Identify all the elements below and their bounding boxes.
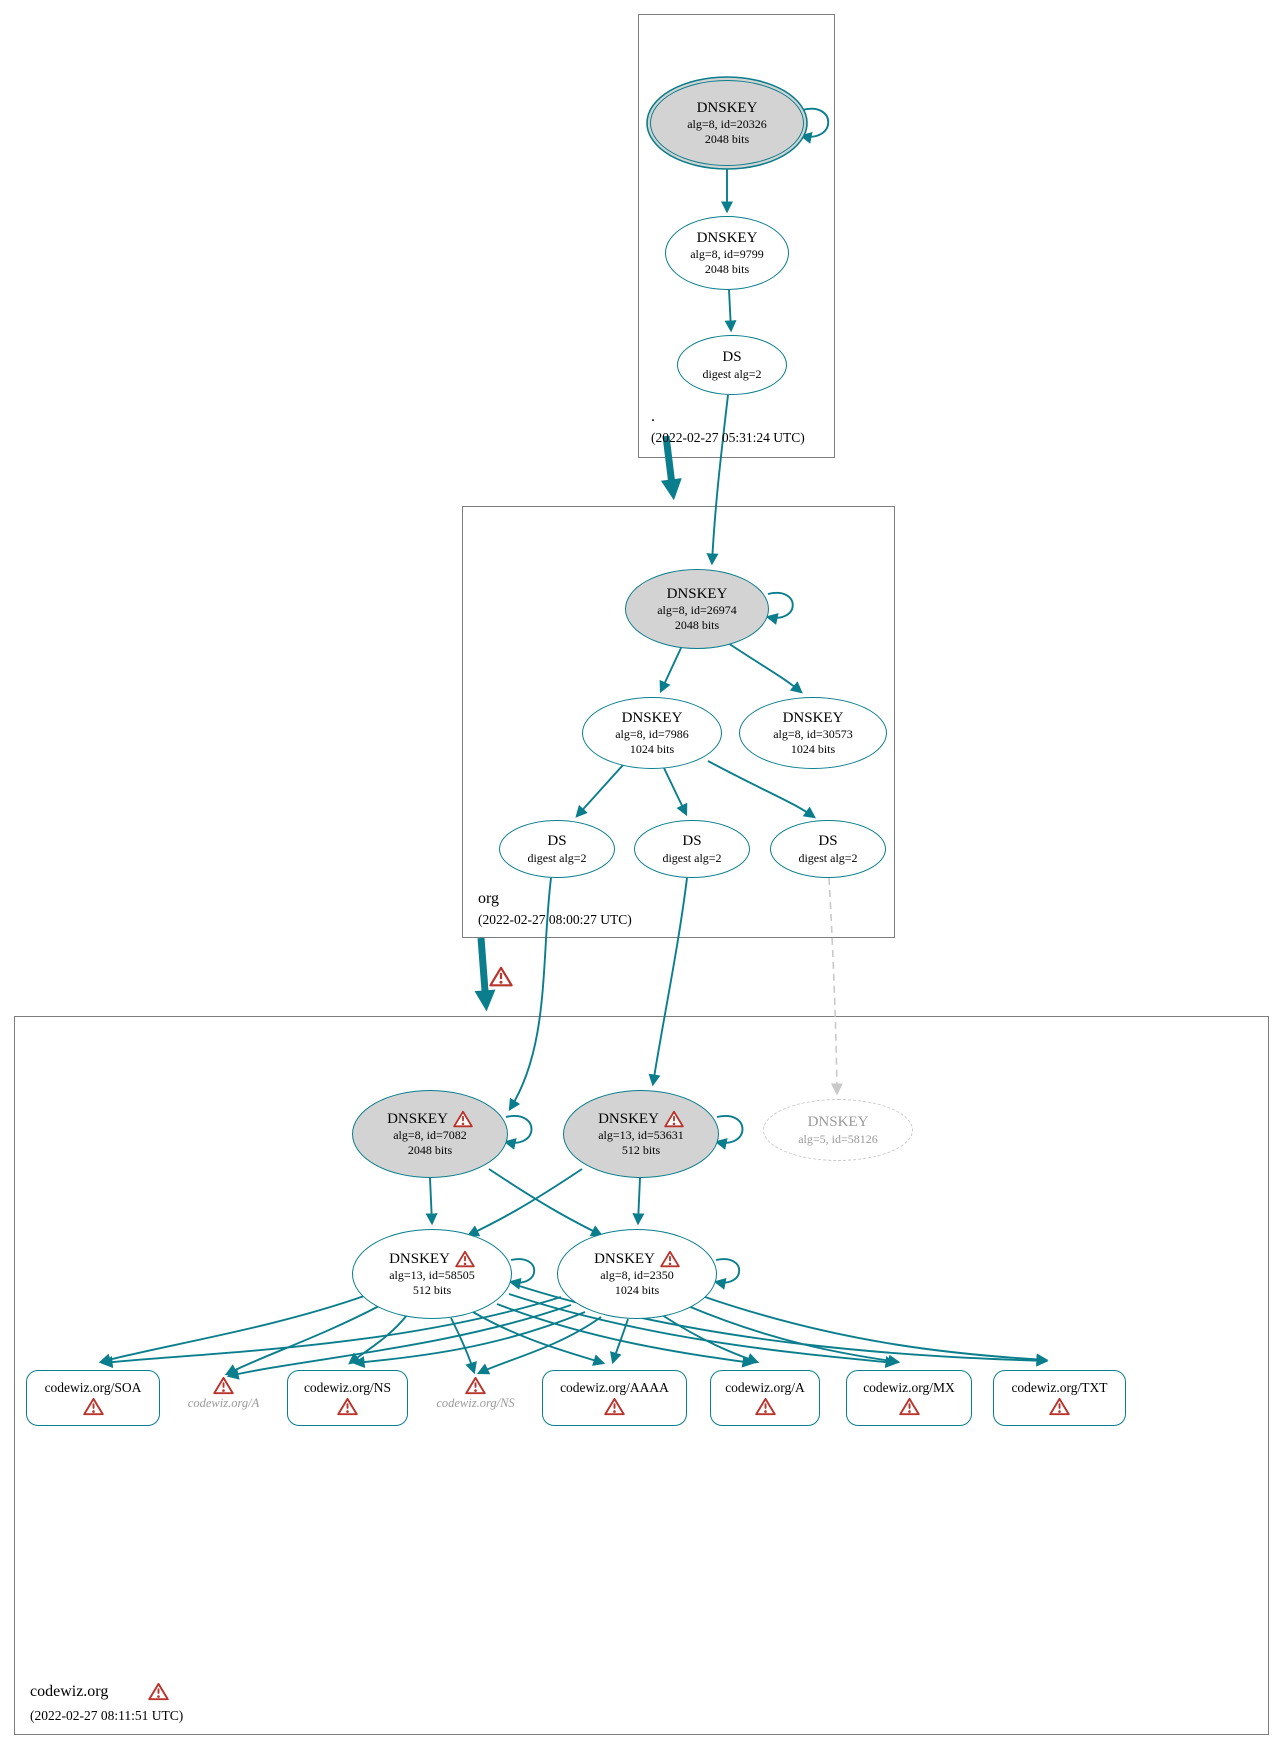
rrset-codewiz-a-ghost[interactable]: codewiz.org/A [176, 1376, 271, 1411]
dnskey-codewiz-insecure-58126[interactable]: DNSKEY alg=5, id=58126 [763, 1099, 913, 1161]
dnskey-codewiz-zsk-58505[interactable]: DNSKEY alg=13, id=58505 512 bits [352, 1229, 512, 1319]
rrset-codewiz-txt[interactable]: codewiz.org/TXT [993, 1370, 1126, 1426]
dnskey-codewiz-ksk-53631[interactable]: DNSKEY alg=13, id=53631 512 bits [563, 1090, 719, 1178]
rrset-label: codewiz.org/NS [303, 1380, 392, 1395]
rrset-label: codewiz.org/A [187, 1396, 260, 1410]
node-detail: digest alg=2 [798, 850, 858, 865]
rrset-label: codewiz.org/MX [863, 1380, 955, 1395]
rrset-codewiz-ns[interactable]: codewiz.org/NS [287, 1370, 408, 1426]
warning-icon [604, 1397, 625, 1416]
zone-name-text: codewiz.org [30, 1682, 109, 1700]
zone-name-codewiz: codewiz.org [30, 1682, 169, 1701]
ds-root[interactable]: DS digest alg=2 [677, 335, 787, 395]
dnskey-org-zsk-30573[interactable]: DNSKEY alg=8, id=30573 1024 bits [739, 697, 887, 769]
node-detail: 2048 bits [704, 132, 750, 147]
rrset-codewiz-aaaa[interactable]: codewiz.org/AAAA [542, 1370, 687, 1426]
node-label: DS [818, 833, 838, 850]
node-label: DNSKEY [389, 1250, 450, 1267]
node-detail: alg=8, id=9799 [690, 247, 764, 262]
node-detail: 2048 bits [704, 262, 750, 277]
node-label: DNSKEY [666, 585, 728, 602]
zone-name-org: org [478, 890, 500, 907]
node-label: DNSKEY [621, 709, 683, 726]
dnskey-root-ksk-20326[interactable]: DNSKEY alg=8, id=20326 2048 bits [650, 80, 804, 166]
node-detail: 1024 bits [614, 1283, 660, 1298]
node-label: DNSKEY [696, 99, 758, 116]
zone-timestamp-org: (2022-02-27 08:00:27 UTC) [478, 912, 632, 927]
rrset-codewiz-ns-ghost[interactable]: codewiz.org/NS [423, 1376, 528, 1411]
warning-icon [213, 1376, 234, 1395]
node-label: DNSKEY [807, 1114, 869, 1131]
warning-icon [455, 1250, 475, 1268]
node-detail: alg=13, id=53631 [598, 1128, 684, 1143]
zone-box-root [638, 14, 835, 458]
ds-org-1[interactable]: DS digest alg=2 [499, 820, 615, 878]
node-detail: 2048 bits [407, 1143, 453, 1158]
rrset-label: codewiz.org/AAAA [560, 1380, 669, 1395]
warning-icon [337, 1397, 358, 1416]
zone-timestamp-codewiz: (2022-02-27 08:11:51 UTC) [30, 1708, 184, 1723]
warning-icon [453, 1110, 473, 1128]
rrset-label: codewiz.org/A [725, 1380, 805, 1395]
warning-icon [465, 1376, 486, 1395]
delegation-warning-icon [489, 966, 513, 987]
node-detail: digest alg=2 [527, 850, 587, 865]
node-detail: 1024 bits [790, 742, 836, 757]
dnskey-org-ksk-26974[interactable]: DNSKEY alg=8, id=26974 2048 bits [625, 569, 769, 649]
node-detail: digest alg=2 [702, 366, 762, 381]
node-detail: alg=8, id=7082 [393, 1128, 467, 1143]
node-detail: 1024 bits [629, 742, 675, 757]
dnskey-org-zsk-7986[interactable]: DNSKEY alg=8, id=7986 1024 bits [582, 697, 722, 769]
node-detail: 512 bits [621, 1143, 661, 1158]
dnskey-root-zsk-9799[interactable]: DNSKEY alg=8, id=9799 2048 bits [665, 216, 789, 290]
node-label: DS [682, 833, 702, 850]
rrset-label: codewiz.org/SOA [44, 1380, 142, 1395]
warning-icon [899, 1397, 920, 1416]
warning-icon [755, 1397, 776, 1416]
warning-icon [664, 1110, 684, 1128]
node-detail: alg=13, id=58505 [389, 1268, 475, 1283]
warning-icon [660, 1250, 680, 1268]
warning-icon [1049, 1397, 1070, 1416]
dnskey-codewiz-zsk-2350[interactable]: DNSKEY alg=8, id=2350 1024 bits [557, 1229, 717, 1319]
rrset-codewiz-mx[interactable]: codewiz.org/MX [846, 1370, 972, 1426]
edge-delegation-org-codewiz [474, 937, 496, 1012]
node-detail: alg=8, id=30573 [773, 727, 853, 742]
rrset-label: codewiz.org/NS [436, 1396, 515, 1410]
node-detail: alg=8, id=7986 [615, 727, 689, 742]
rrset-codewiz-soa[interactable]: codewiz.org/SOA [26, 1370, 160, 1426]
zone-timestamp-root: (2022-02-27 05:31:24 UTC) [651, 430, 805, 445]
zone-box-codewiz [14, 1016, 1269, 1735]
node-detail: alg=8, id=26974 [657, 603, 737, 618]
ds-org-3[interactable]: DS digest alg=2 [770, 820, 886, 878]
node-detail: alg=8, id=2350 [600, 1268, 674, 1283]
node-label: DS [547, 833, 567, 850]
rrset-label: codewiz.org/TXT [1011, 1380, 1108, 1395]
dnskey-codewiz-ksk-7082[interactable]: DNSKEY alg=8, id=7082 2048 bits [352, 1090, 508, 1178]
node-label: DS [722, 349, 742, 366]
node-detail: alg=8, id=20326 [687, 117, 767, 132]
node-label: DNSKEY [782, 709, 844, 726]
node-detail: 512 bits [412, 1283, 452, 1298]
rrset-codewiz-a[interactable]: codewiz.org/A [710, 1370, 820, 1426]
ds-org-2[interactable]: DS digest alg=2 [634, 820, 750, 878]
node-detail: 2048 bits [674, 618, 720, 633]
node-label: DNSKEY [696, 229, 758, 246]
node-detail: alg=5, id=58126 [798, 1131, 878, 1146]
warning-icon [148, 1682, 169, 1701]
node-label: DNSKEY [594, 1250, 655, 1267]
zone-name-root: . [651, 408, 655, 425]
warning-icon [83, 1397, 104, 1416]
node-label: DNSKEY [387, 1110, 448, 1127]
node-label: DNSKEY [598, 1110, 659, 1127]
node-detail: digest alg=2 [662, 850, 722, 865]
